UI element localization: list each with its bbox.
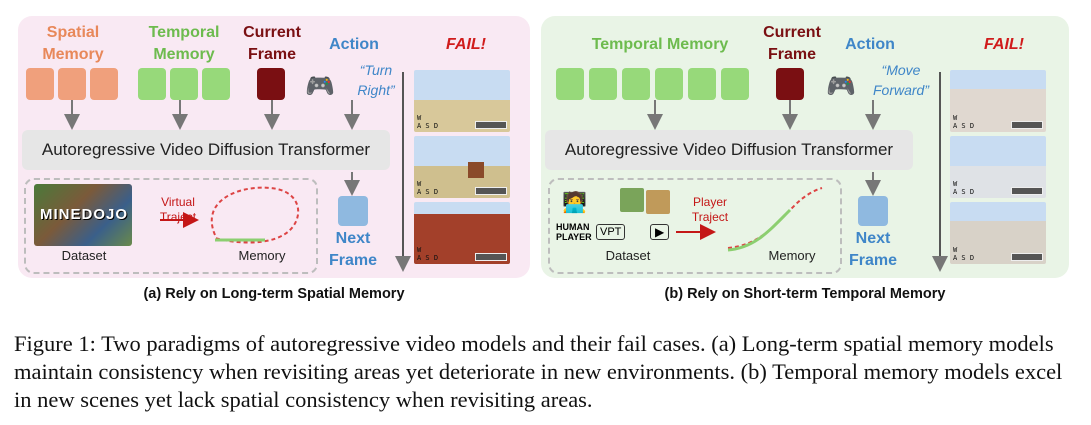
next-frame-block-b <box>858 196 888 226</box>
vpt-badge: VPT <box>596 224 626 240</box>
current-frame-label-b: Current Frame <box>763 24 821 63</box>
subcaption-b: (b) Rely on Short-term Temporal Memory <box>664 286 946 302</box>
dataset-label-b: Dataset <box>605 248 651 263</box>
spatial-memory-label: Spatial Memory <box>42 24 104 63</box>
action-quote: “Turn Right” <box>357 62 395 98</box>
figure-caption: Figure 1: Two paradigms of autoregressiv… <box>14 331 1063 412</box>
dataset-label: Dataset <box>61 248 107 263</box>
spatial-memory-block <box>26 68 54 100</box>
subcaption-a: (a) Rely on Long-term Spatial Memory <box>143 286 405 302</box>
current-frame-label: Current Frame <box>243 24 301 63</box>
transformer-box: Autoregressive Video Diffusion Transform… <box>22 130 390 170</box>
fail-label: FAIL! <box>446 36 486 53</box>
current-frame-block <box>257 68 285 100</box>
temporal-memory-label-b: Temporal Memory <box>591 36 729 53</box>
temporal-memory-block <box>622 68 650 100</box>
player-traject-label: Player Traject <box>691 195 729 224</box>
memory-label-b: Memory <box>768 248 816 263</box>
human-player-icon: 🧑‍💻 <box>562 192 587 214</box>
temporal-memory-block <box>688 68 716 100</box>
next-frame-block <box>338 196 368 226</box>
temporal-memory-block <box>170 68 198 100</box>
minedojo-thumbnail: MINEDOJO <box>34 184 132 246</box>
minecraft-house-icon <box>646 190 670 214</box>
minecraft-block-icon <box>620 188 644 212</box>
action-quote-b: “Move Forward” <box>872 62 929 98</box>
dataset-memory-box <box>24 178 318 274</box>
gamepad-icon: 🎮 <box>826 73 856 100</box>
player-path-green <box>727 208 792 252</box>
fail-frame-b1: W A S D <box>950 70 1046 132</box>
transformer-box-b: Autoregressive Video Diffusion Transform… <box>545 130 913 170</box>
hud-keys: W A S D <box>953 114 975 130</box>
spatial-memory-block <box>58 68 86 100</box>
fail-frame-a3: W A S D <box>414 202 510 264</box>
temporal-memory-block <box>721 68 749 100</box>
fail-frame-b2: W A S D <box>950 136 1046 198</box>
temporal-memory-block <box>655 68 683 100</box>
temporal-memory-block <box>589 68 617 100</box>
temporal-memory-block <box>556 68 584 100</box>
fail-frame-a2: W A S D <box>414 136 510 198</box>
action-label-b: Action <box>845 36 895 53</box>
fail-label-b: FAIL! <box>984 36 1024 53</box>
temporal-memory-block <box>138 68 166 100</box>
memory-label: Memory <box>238 248 286 263</box>
fail-frame-b3: W A S D <box>950 202 1046 264</box>
hud-keys: W A S D <box>953 246 975 262</box>
hud-keys: W A S D <box>417 180 439 196</box>
current-frame-block-b <box>776 68 804 100</box>
hud-keys: W A S D <box>953 180 975 196</box>
memory-loop-path <box>210 186 300 244</box>
minedojo-logo: MINEDOJO <box>40 206 129 223</box>
temporal-memory-block <box>202 68 230 100</box>
dataset-memory-box-b <box>548 178 842 274</box>
temporal-memory-label: Temporal Memory <box>148 24 220 63</box>
hud-keys: W A S D <box>417 246 439 262</box>
next-frame-label-b: Next Frame <box>848 230 898 269</box>
gamepad-icon: 🎮 <box>305 73 335 100</box>
play-icon: ▶ <box>650 224 670 240</box>
fail-frame-a1: W A S D <box>414 70 510 132</box>
virtual-traject-label: Virtual Traject <box>159 195 197 224</box>
next-frame-label: Next Frame <box>328 230 378 269</box>
hud-keys: W A S D <box>417 114 439 130</box>
action-label: Action <box>329 36 379 53</box>
human-player-label: HUMAN PLAYER <box>556 222 592 242</box>
spatial-memory-block <box>90 68 118 100</box>
